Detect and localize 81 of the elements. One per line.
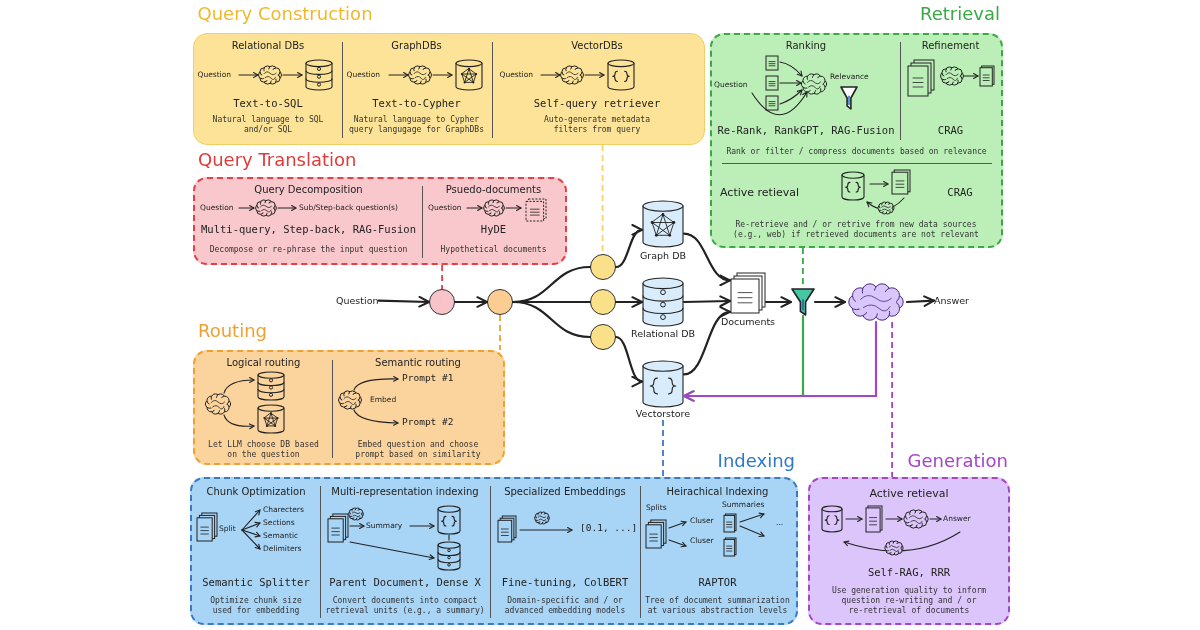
arrow [614,335,644,385]
description-text: Embed question and choose prompt based on similarity [354,440,482,460]
node-label: Documents [720,316,776,328]
method-name: RAPTOR [698,576,737,590]
description-text: Domain-specific and / or advanced embedding models [504,596,626,616]
arrow [682,295,732,308]
description-text: Use generation quality to inform question re-writing and / or re-retrieval of documents [831,586,987,616]
column-heading: Active retieval [720,186,799,200]
method-name: Semantic Splitter [202,576,310,590]
method-name: CRAG [937,124,964,138]
column-heading: Heirachical Indexing [666,486,769,498]
section-heading: Routing [198,320,267,342]
arrow [813,296,847,308]
funnel-icon [791,288,815,316]
arrow [453,296,489,308]
column-heading: GraphDBs [391,39,442,52]
arrow [614,296,644,308]
arrow [764,296,793,308]
sketch-label: Prompt #1 [402,372,454,385]
junction-circle [590,324,616,350]
description-text: Auto-generate metadata filters from query [543,114,651,135]
connector-line [511,300,592,339]
description-text: Re-retrieve and / or retrive from new data sources (e.g., web) if retrieved documents are not relevant [732,220,980,240]
flow-label: Answer [934,295,969,307]
node-label: Relational DB [631,328,695,340]
column-heading: Semantic routing [375,357,461,369]
method-name: Re-Rank, RankGPT, RAG-Fusion [717,124,895,138]
arrow [682,308,732,376]
description-text: Hypothetical documents [440,245,547,255]
method-name: CRAG [947,186,973,200]
method-name: Self-query retriever [533,96,661,110]
column-heading: Multi-representation indexing [331,486,479,498]
description-text: Decompose or re-phrase the input question [209,245,408,255]
description-text: Rank or filter / compress documents based on relevance [725,147,988,157]
description-text: Optimize chunk size used for embedding [209,596,303,616]
node-label: Vectorstore [635,408,691,420]
column-heading: VectorDBs [571,39,623,52]
column-heading: Active retieval [869,487,949,501]
section-heading: Retrieval [920,3,1000,25]
junction-circle [429,289,455,315]
junction-circle [590,289,616,315]
method-name: Text-to-SQL [233,96,303,110]
description-text: Tree of document summarization at various abstraction levels [644,596,791,616]
arrow [682,232,732,285]
brain-icon [845,282,907,322]
dashed-line [441,264,443,290]
arrow [377,295,431,308]
method-name: Self-RAG, RRR [867,566,951,580]
description-text: Natural language to Cypher query langugage for GraphDBs [348,114,485,135]
arrow [905,295,936,307]
column-heading: Psuedo-documents [445,184,542,196]
arrow [682,320,878,402]
method-name: Fine-tuning, ColBERT [501,576,629,590]
column-heading: Chunk Optimization [206,486,306,498]
section-heading: Query Construction [197,2,373,25]
description-text: Let LLM choose DB based on the question [207,440,320,460]
node-label: Graph DB [640,250,686,262]
dashed-line [499,314,501,351]
description-text: Natural language to SQL and/or SQL [212,114,324,135]
section-heading: Query Translation [198,149,357,171]
description-text: Convert documents into compact retrieval units (e.g., a summary) [324,596,486,616]
column-heading: Refinement [921,40,980,52]
column-heading: Logical routing [226,357,301,369]
arrow [614,226,644,269]
method-name: Multi-query, Step-back, RAG-Fusion [201,223,416,237]
column-heading: Specialized Embeddings [504,486,626,498]
dashed-line [891,321,893,478]
flow-label: Question [336,295,379,307]
method-name: HyDE [480,223,507,237]
column-heading: Ranking [785,40,827,52]
sketch-label: [0.1, ...] [580,522,638,535]
junction-circle [487,289,513,315]
dashed-line [662,419,664,478]
sketch-label: Prompt #2 [402,416,454,429]
section-heading: Indexing [717,450,795,472]
method-name: Parent Document, Dense X [329,576,481,590]
column-heading: Relational DBs [231,39,305,52]
method-name: Text-to-Cypher [372,96,461,110]
junction-circle [590,254,616,280]
column-heading: Query Decomposition [254,184,363,196]
section-heading: Generation [907,450,1008,472]
